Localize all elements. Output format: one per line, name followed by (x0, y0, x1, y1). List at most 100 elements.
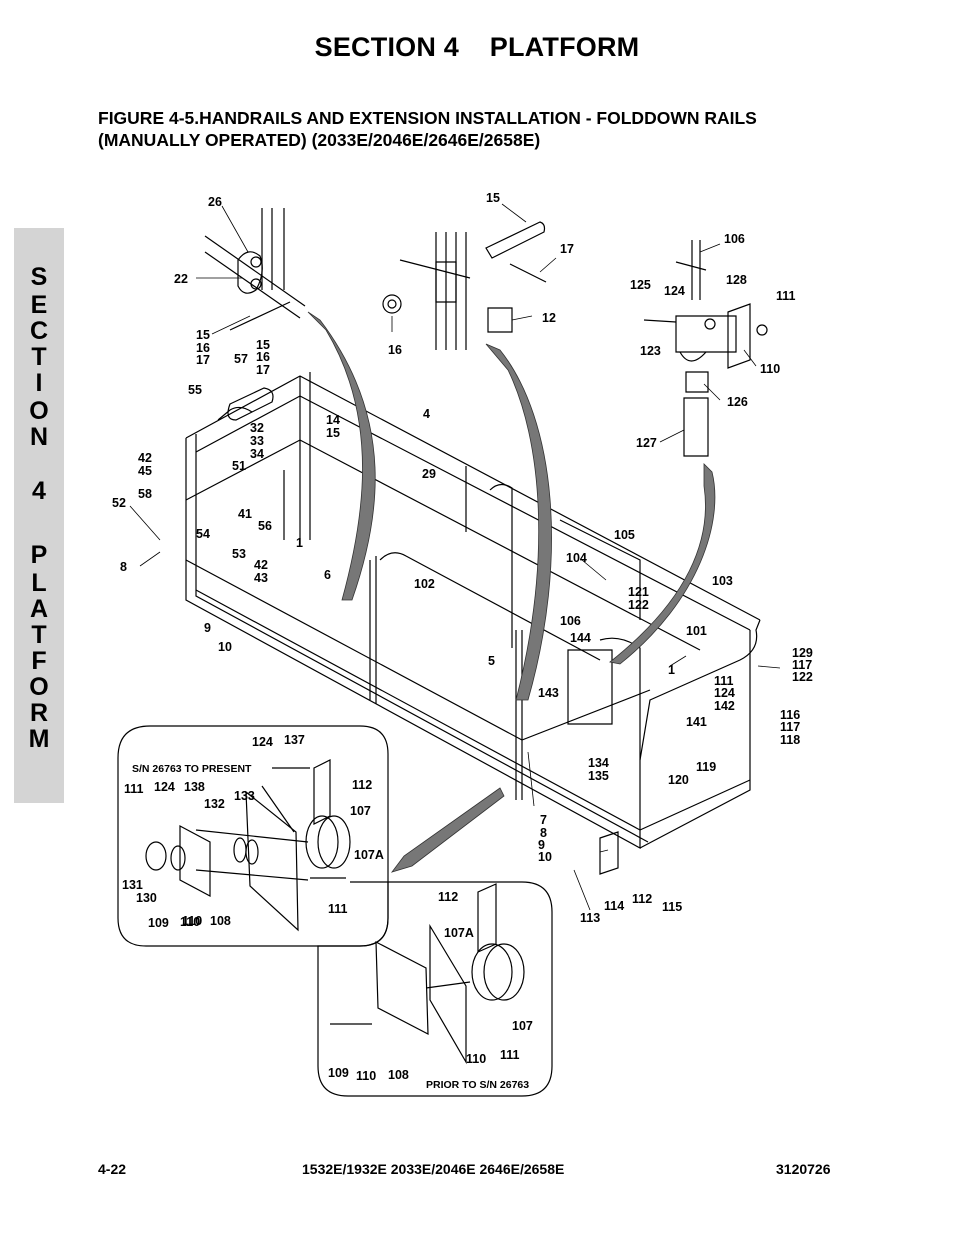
part-callout: 56 (258, 519, 272, 533)
part-callout: 111 (776, 289, 796, 303)
side-tab-letter: O (29, 397, 49, 425)
part-callout: 142 (714, 699, 735, 713)
part-callout: 102 (414, 577, 435, 591)
part-callout: 15 (256, 338, 270, 352)
part-callout: 16 (388, 343, 402, 357)
side-tab-letter: A (29, 595, 49, 623)
part-callout: 110 (182, 914, 202, 928)
part-callout: 128 (726, 273, 747, 287)
side-tab-letter: T (31, 343, 47, 371)
part-callout: 118 (780, 733, 800, 747)
part-callout: 42 (254, 558, 268, 572)
part-callout: 53 (232, 547, 246, 561)
part-callout: 6 (324, 568, 331, 582)
part-callout: 108 (210, 914, 231, 928)
part-callout: 51 (232, 459, 246, 473)
footer-models: 1532E/1932E 2033E/2046E 2646E/2658E (302, 1161, 565, 1177)
part-callout: 4 (423, 407, 430, 421)
part-callout: 132 (204, 797, 225, 811)
part-callout: 111 (714, 674, 734, 688)
part-callout: 131 (122, 878, 143, 892)
part-callout: 122 (628, 598, 649, 612)
part-callout: 110 (356, 1069, 376, 1083)
part-callout: 126 (727, 395, 748, 409)
inset-prior-caption: PRIOR TO S/N 26763 (426, 1079, 529, 1091)
part-callout: 15 (196, 328, 210, 342)
part-callout: 55 (188, 383, 202, 397)
side-tab-letter: C (29, 317, 49, 345)
part-callout: 123 (640, 344, 661, 358)
arrow-to-latch-detail (609, 463, 716, 665)
part-callout: 125 (630, 278, 651, 292)
part-callout: 10 (538, 850, 552, 864)
part-callout: 16 (256, 350, 270, 364)
part-callout: 144 (570, 631, 591, 645)
part-callout: 43 (254, 571, 268, 585)
side-tab-letter: L (31, 569, 47, 597)
part-callout: 45 (138, 464, 152, 478)
part-callout: 116 (780, 708, 800, 722)
side-tab-letter: R (29, 699, 49, 727)
part-callout: 127 (636, 436, 657, 450)
part-callout: 17 (560, 242, 574, 256)
part-callout: 10 (218, 640, 232, 654)
part-callout: 121 (628, 585, 649, 599)
part-callout: 15 (326, 426, 340, 440)
part-callout: 143 (538, 686, 559, 700)
part-callout: 114 (604, 899, 624, 913)
figure-title-line-2: (MANUALLY OPERATED) (2033E/2046E/2646E/2… (98, 130, 541, 150)
part-callout: 107 (512, 1019, 533, 1033)
part-callout: 133 (234, 789, 255, 803)
part-callout: 117 (780, 720, 800, 734)
side-tab-letter: 4 (32, 477, 46, 505)
side-tab-letter: S (30, 263, 48, 291)
part-callout: 108 (388, 1068, 409, 1082)
part-callout: 109 (328, 1066, 349, 1080)
part-callout: 41 (238, 507, 252, 521)
part-callout: 110 (180, 915, 200, 929)
part-callout: 107 (350, 804, 371, 818)
part-callout: 58 (138, 487, 152, 501)
side-tab-letter: T (31, 621, 47, 649)
part-callout: 1 (296, 536, 303, 550)
leader-lines (129, 203, 781, 911)
part-callout: 109 (148, 916, 169, 930)
figure-title: FIGURE 4-5.HANDRAILS AND EXTENSION INSTA… (98, 107, 858, 151)
part-callout: 15 (486, 191, 500, 205)
part-callout: 5 (488, 654, 495, 668)
part-callout: 135 (588, 769, 609, 783)
hinge-detail-left (204, 208, 306, 331)
part-callout: 106 (560, 614, 581, 628)
part-callout: 17 (196, 353, 210, 367)
part-callout: 129 (792, 646, 813, 660)
part-callout: 29 (422, 467, 436, 481)
side-tab-letter: N (29, 423, 49, 451)
part-callout: 104 (566, 551, 587, 565)
inset-current-caption: S/N 26763 TO PRESENT (132, 763, 252, 775)
arrow-to-hinge-detail (307, 311, 376, 601)
part-callout: 103 (712, 574, 733, 588)
part-callout: 1 (668, 663, 675, 677)
side-tab-letter: P (30, 541, 48, 569)
inset-prior-outline (317, 881, 553, 1097)
footer-page-number: 4-22 (98, 1161, 127, 1177)
part-callout: 16 (196, 341, 210, 355)
current-assembly-hardware (145, 759, 351, 932)
part-callout: 137 (284, 733, 305, 747)
part-callout: 130 (136, 891, 157, 905)
platform-frame (185, 372, 761, 875)
part-callout: 117 (792, 658, 812, 672)
part-callout: 107A (444, 926, 474, 940)
part-callout: 124 (714, 686, 735, 700)
part-callout: 17 (256, 363, 270, 377)
latch-detail-right (643, 240, 768, 457)
part-callout: 22 (174, 272, 188, 286)
part-callout: 138 (184, 780, 205, 794)
part-callout: 115 (662, 900, 682, 914)
part-callout: 101 (686, 624, 707, 638)
arrow-to-bracket-detail (485, 343, 552, 701)
bracket-detail-center (382, 221, 547, 350)
part-callout: 52 (112, 496, 126, 510)
section-title: SECTION 4 PLATFORM (314, 32, 640, 62)
